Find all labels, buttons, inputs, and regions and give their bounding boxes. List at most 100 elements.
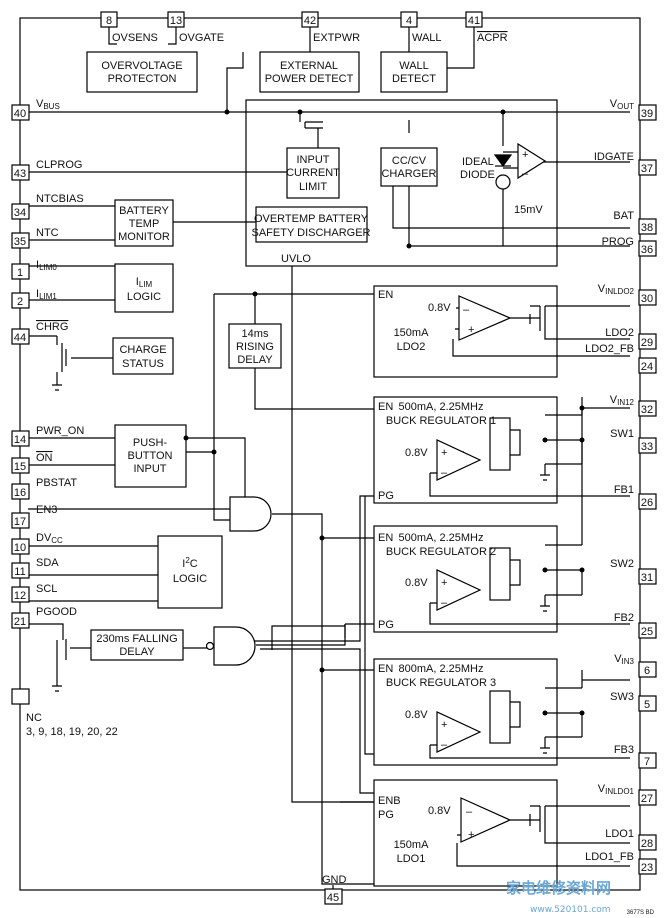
part-code: 3677S BD [627, 910, 655, 916]
pin-sw3: 5 [644, 699, 650, 711]
falling-delay-line-2: DELAY [119, 646, 155, 658]
wall-detect-line-2: DETECT [392, 73, 436, 85]
pin-ovgate: 13 [170, 15, 182, 27]
ldo2-mosfet [529, 305, 540, 324]
label-clprog: CLPROG [36, 159, 82, 171]
wall-detect-line-1: WALL [399, 60, 429, 72]
buck3-amp [436, 711, 482, 753]
label-idgate: IDGATE [594, 151, 634, 163]
input-switch [299, 112, 323, 148]
pin-sw2: 31 [641, 572, 653, 584]
ldo2-ref: 0.8V [428, 302, 451, 314]
buck2-pg: PG [378, 619, 394, 631]
diode-minus: – [522, 168, 529, 180]
rising-delay-line-3: DELAY [237, 354, 273, 366]
temp-monitor-line-3: MONITOR [118, 231, 170, 243]
pin-ilim1: 2 [17, 296, 23, 308]
pin-vout: 39 [641, 108, 653, 120]
label-dvcc: DVCC [36, 532, 63, 545]
ext-power-line-1: EXTERNAL [280, 60, 338, 72]
pin-dvcc: 10 [14, 542, 26, 554]
label-pgood: PGOOD [36, 606, 77, 618]
ldo2-box [373, 285, 558, 378]
label-scl: SCL [36, 583, 57, 595]
rising-delay-line-1: 14ms [242, 328, 269, 340]
pin-fb3: 7 [644, 756, 650, 768]
label-sw3: SW3 [610, 691, 634, 703]
ldo2-minus: – [463, 304, 470, 316]
ldo1-plus: + [468, 829, 474, 841]
rising-delay-block [228, 323, 282, 369]
label-ilim1: ILIM1 [36, 288, 57, 301]
buck3-minus: – [441, 739, 448, 751]
ldo2-en: EN [378, 289, 393, 301]
pin-ldo2-fb: 24 [641, 361, 653, 373]
ldo1-amp [460, 797, 512, 843]
label-ovsens: OVSENS [112, 32, 158, 44]
buck3-box [373, 658, 558, 766]
junction-dot [500, 109, 506, 115]
ldo1-box [373, 779, 558, 887]
buck1-amp [436, 439, 482, 481]
pushbutton-wires [28, 437, 230, 521]
pushbutton-line-3: INPUT [134, 463, 167, 475]
watermark-url: www.520101.com [530, 905, 611, 915]
label-ldo1-fb: LDO1_FB [585, 851, 634, 863]
pin-sda: 11 [14, 566, 25, 578]
label-vinldo2: VINLDO2 [598, 283, 635, 296]
enable-chain [213, 293, 374, 803]
diode-plus: + [522, 149, 528, 161]
label-wall: WALL [412, 32, 442, 44]
ldo1-mosfet [529, 805, 540, 826]
buck3-plus: + [441, 719, 447, 731]
voltage-source-icon [495, 174, 511, 190]
discharger-line-1: OVERTEMP BATTERY [254, 213, 369, 225]
pin-fb1: 26 [641, 497, 653, 509]
input-limit-line-2: CURRENT [286, 167, 340, 179]
pin-ovsens: 8 [106, 15, 112, 27]
ldo2-title-2: LDO2 [397, 341, 426, 353]
pin-gnd: 45 [327, 892, 339, 904]
pushbutton-line-2: BUTTON [127, 450, 172, 462]
label-ldo2-fb: LDO2_FB [585, 343, 634, 355]
buck2-minus: – [441, 597, 448, 609]
label-sda: SDA [36, 557, 59, 569]
label-vin3: VIN3 [614, 653, 634, 666]
label-ldo2: LDO2 [605, 327, 634, 339]
falling-delay-line-1: 230ms FALLING [96, 633, 177, 645]
buck1-plus: + [441, 447, 447, 459]
label-ldo1: LDO1 [605, 828, 634, 840]
buck2-box [373, 525, 558, 633]
pin-pbstat: 16 [14, 487, 26, 499]
ideal-diode-icon [493, 154, 513, 168]
junction-dot [319, 667, 325, 673]
label-vinldo1: VINLDO1 [598, 783, 635, 796]
junction-dot [579, 710, 585, 716]
buck3-wires [429, 670, 630, 759]
junction-dot [579, 567, 585, 573]
label-fb1: FB1 [614, 484, 634, 496]
left-wires [28, 171, 287, 337]
pin-extpwr: 42 [304, 15, 316, 27]
and-gate-out [272, 513, 374, 885]
pin-pgood: 21 [14, 616, 26, 628]
pin-scl: 12 [14, 590, 26, 602]
falling-delay-block [90, 629, 184, 661]
buck3-driver [489, 690, 511, 744]
ldo1-enb: ENB [378, 795, 401, 807]
ilim-logic-line-1: ILIM [136, 276, 153, 289]
discharger-line-2: SAFETY DISCHARGER [252, 227, 371, 239]
label-sw1: SW1 [610, 428, 634, 440]
pin-pwr-on: 14 [14, 434, 26, 446]
buck2-amp [436, 569, 482, 611]
ideal-diode-label-2: DIODE [460, 169, 495, 181]
buck3-title-1: 800mA, 2.25MHz [399, 663, 484, 675]
buck1-ref: 0.8V [405, 447, 428, 459]
label-ntc: NTC [36, 227, 59, 239]
charge-status-line-1: CHARGE [119, 344, 166, 356]
pin-vin3: 6 [644, 665, 650, 677]
ldo2-wires [452, 305, 630, 357]
junction-dot [542, 567, 548, 573]
pin-wall: 4 [406, 15, 412, 27]
